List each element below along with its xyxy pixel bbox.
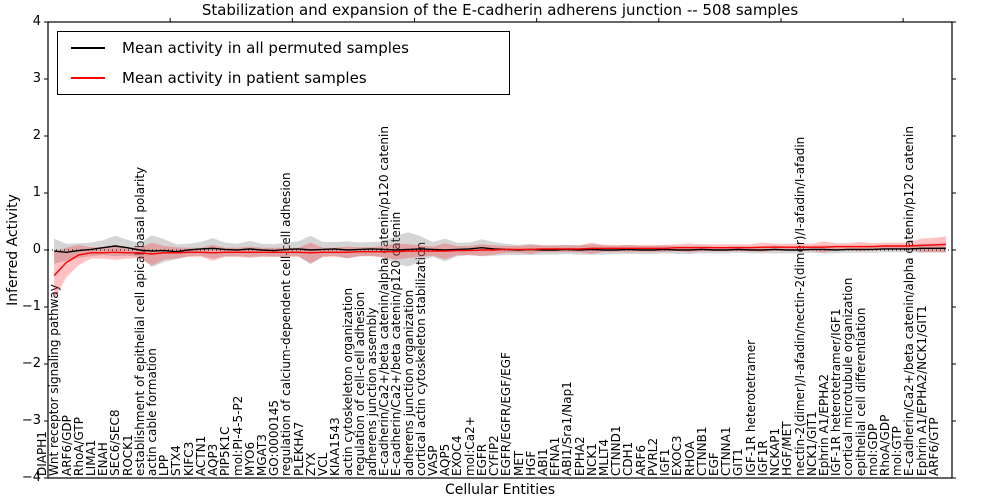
legend: Mean activity in all permuted samples Me… xyxy=(57,31,510,95)
y-tick-label: 4 xyxy=(32,14,41,29)
legend-item-permuted: Mean activity in all permuted samples xyxy=(58,33,509,63)
x-category-label: cortical microtubule organization xyxy=(841,277,856,476)
x-category-label: MYO6 xyxy=(242,441,257,476)
x-category-label: EGFR/EGFR/EGF/EGF xyxy=(499,352,514,476)
x-category-label: ARF6 xyxy=(633,444,648,476)
x-category-label: E-cadherin/Ca2+/beta catenin/p120 cateni… xyxy=(389,211,404,476)
x-category-label: RHOA xyxy=(682,441,697,476)
x-category-label: regulation of calcium-dependent cell-cel… xyxy=(279,172,294,476)
permuted-band xyxy=(54,232,946,268)
x-category-label: adherens junction organization xyxy=(401,289,416,476)
legend-label-permuted: Mean activity in all permuted samples xyxy=(122,39,409,57)
x-category-label: MET xyxy=(511,450,526,476)
y-tick-label: 3 xyxy=(32,71,41,86)
permuted-mean-line xyxy=(54,245,946,254)
x-category-label: E-cadherin/Ca2+/beta catenin/alpha caten… xyxy=(902,126,917,476)
x-category-label: PLEKHA7 xyxy=(291,421,306,476)
x-category-label: STX4 xyxy=(169,445,184,476)
x-category-label: PIP5K1C xyxy=(218,426,233,476)
x-category-label: mol:GDP xyxy=(865,423,880,476)
x-category-label: epithelial cell differentiation xyxy=(853,307,868,476)
x-category-label: regulation of cell-cell adhesion xyxy=(352,291,367,476)
x-category-label: Ephrin A1/EPHA2/NCK1/GIT1 xyxy=(914,305,929,476)
legend-label-patient: Mean activity in patient samples xyxy=(122,69,367,87)
legend-line-patient-icon xyxy=(71,77,105,79)
x-category-label: nectin-2(dimer)/I-afadin/nectin-2(dimer)… xyxy=(792,136,807,476)
y-tick-label: 2 xyxy=(32,128,41,143)
x-axis-label: Cellular Entities xyxy=(444,482,556,498)
x-category-label: mol:Ca2+ xyxy=(462,416,477,476)
y-tick-label: 1 xyxy=(32,185,41,200)
x-category-label: IGF-1R heterotetramer xyxy=(743,339,758,476)
y-tick-label: −4 xyxy=(21,470,41,485)
chart-title: Stabilization and expansion of the E-cad… xyxy=(201,1,799,19)
x-category-label: KIFC3 xyxy=(181,441,196,476)
y-tick-label: −3 xyxy=(21,413,41,428)
y-tick-label: −2 xyxy=(21,356,41,371)
legend-line-permuted-icon xyxy=(71,47,105,49)
legend-item-patient: Mean activity in patient samples xyxy=(58,63,509,93)
x-category-label: SEC6/SEC8 xyxy=(108,409,123,476)
x-category-label: ARF6/GTP xyxy=(926,417,941,476)
y-tick-label: 0 xyxy=(32,242,41,257)
x-category-label: CTNNB1 xyxy=(694,426,709,476)
x-category-label: GIT1 xyxy=(731,448,746,476)
x-category-label: EXOC3 xyxy=(670,435,685,477)
x-category-label: RhoA/GTP xyxy=(71,417,86,476)
patient-mean-line xyxy=(53,243,946,277)
patient-band xyxy=(54,236,946,300)
x-category-label: KIAA1543 xyxy=(328,417,343,476)
x-category-label: cortical actin cytoskeleton stabilizatio… xyxy=(413,241,428,476)
x-category-label: actin cytoskeleton organization xyxy=(340,287,355,476)
x-category-label: NCK1/GIT1 xyxy=(804,411,819,476)
y-tick-label: −1 xyxy=(21,299,41,314)
x-category-label: ARF6/GDP xyxy=(59,415,74,476)
x-category-label: ROCK1 xyxy=(120,434,135,476)
x-category-label: CDH1 xyxy=(621,441,636,476)
x-category-label: EXOC4 xyxy=(450,435,465,477)
x-category-label: mol:PI-4-5-P2 xyxy=(230,395,245,476)
x-category-label: HGF xyxy=(523,450,538,476)
x-category-label: EPHA2 xyxy=(572,436,587,476)
x-category-label: ABI1/Sra1/Nap1 xyxy=(560,381,575,476)
x-category-label: Wnt receptor signaling pathway xyxy=(47,284,62,476)
x-category-label: HGF/MET xyxy=(780,421,795,476)
